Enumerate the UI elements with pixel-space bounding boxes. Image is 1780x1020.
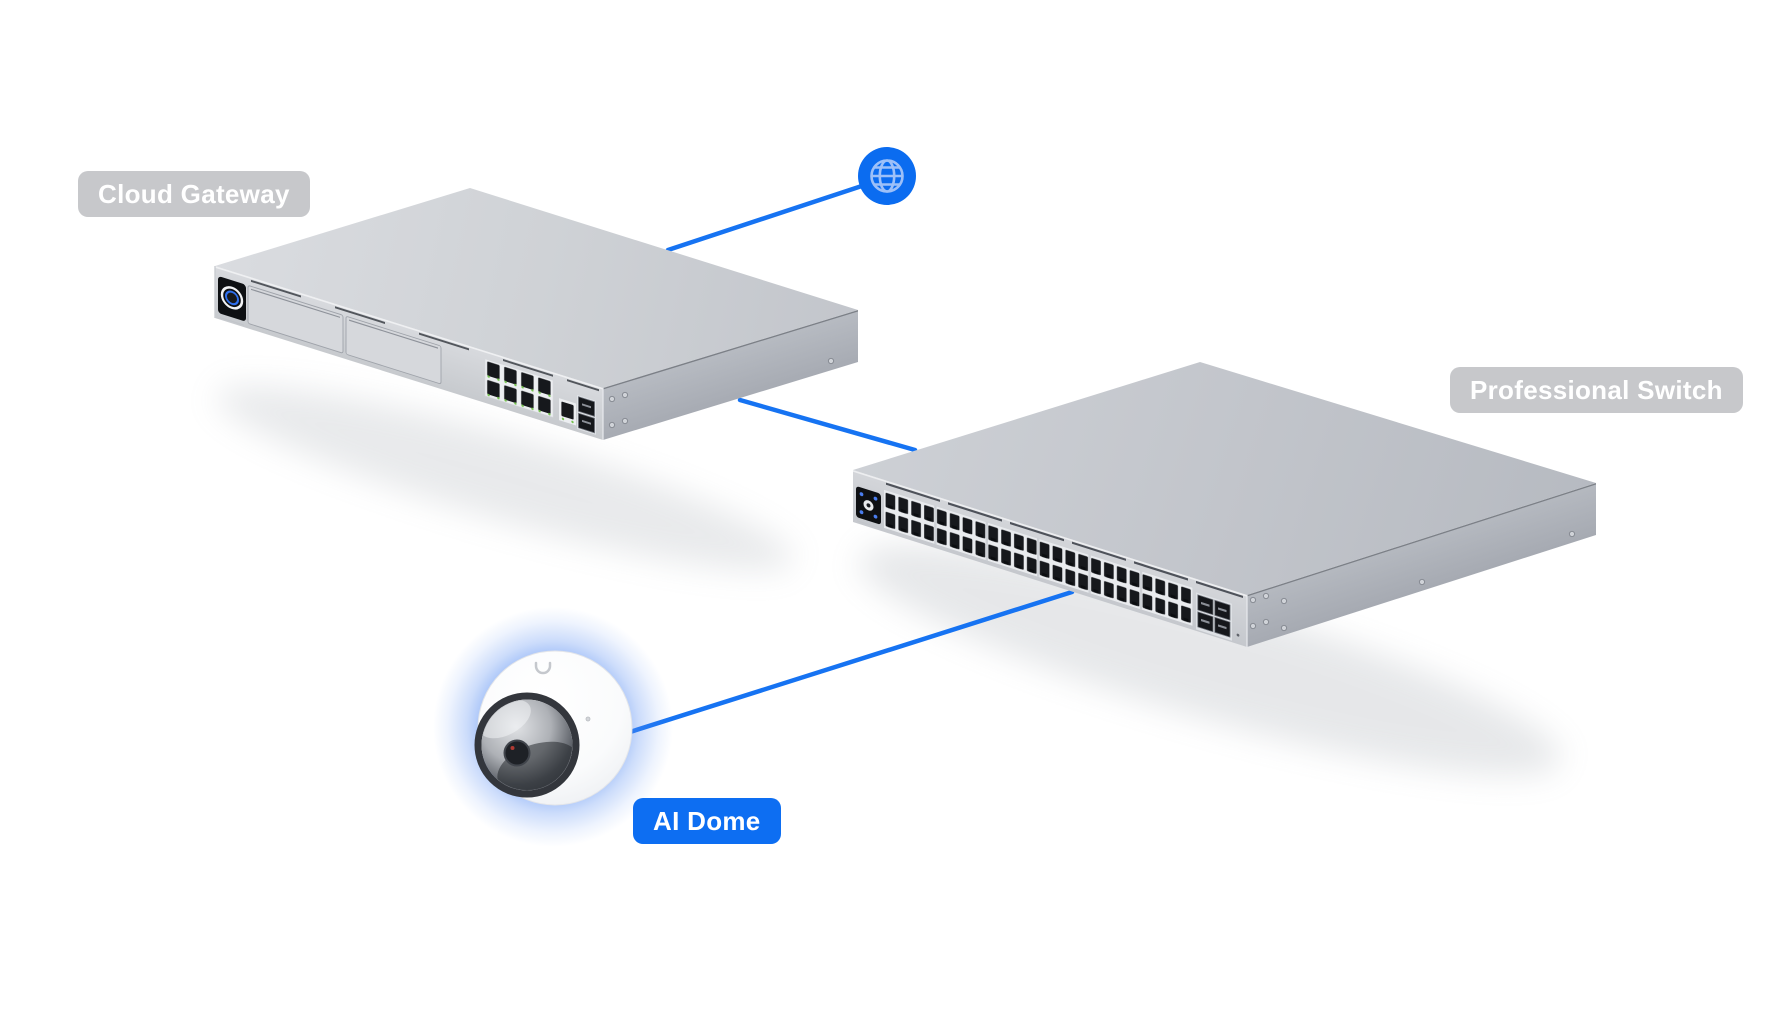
gateway-right-face <box>603 309 858 440</box>
gateway-drive-bay-1 <box>247 285 344 354</box>
switch-port-group-dividers <box>934 504 1143 610</box>
switch-sfp-cages <box>1196 592 1232 641</box>
gateway-port-block <box>484 358 554 418</box>
gateway-drive-bay-2 <box>345 316 442 384</box>
ai-dome-label-text: AI Dome <box>653 806 761 836</box>
connection-gateway-internet <box>665 176 886 253</box>
gateway-front-ridge <box>215 266 603 390</box>
gateway-top-face <box>215 188 858 388</box>
gateway-screws <box>608 357 835 429</box>
switch-display <box>856 486 881 529</box>
gateway-shadow <box>216 385 794 571</box>
switch-right-ridge <box>1247 483 1596 597</box>
switch-vent-slits <box>886 482 1243 599</box>
professional-switch-label: Professional Switch <box>1450 367 1743 413</box>
ai-dome-camera[interactable] <box>433 607 673 847</box>
globe-glyph <box>870 159 904 193</box>
gateway-bay2-slot <box>349 319 438 349</box>
gateway-wan-port <box>559 398 576 426</box>
connection-switch-camera <box>627 589 1075 735</box>
ubiquiti-logo <box>534 661 552 675</box>
cloud-gateway-label: Cloud Gateway <box>78 171 310 217</box>
switch-front-ridge <box>853 470 1247 597</box>
gateway-right-ridge <box>603 310 858 390</box>
camera-lens <box>503 739 531 767</box>
cloud-gateway-device[interactable] <box>214 188 858 440</box>
switch-reset-hole <box>1236 633 1240 637</box>
professional-switch-device[interactable] <box>853 362 1596 648</box>
gateway-display <box>218 276 246 326</box>
connection-gateway-switch <box>737 397 918 453</box>
switch-screws <box>1249 530 1576 632</box>
dome-bezel-ring <box>474 692 580 798</box>
gateway-vent-slits <box>251 279 599 392</box>
switch-top-face <box>853 362 1596 595</box>
internet-globe-icon[interactable] <box>858 147 916 205</box>
switch-right-face <box>1247 483 1596 647</box>
lens-ir-dot <box>510 746 515 750</box>
professional-switch-label-text: Professional Switch <box>1470 375 1723 405</box>
camera-mic-hole <box>585 716 591 722</box>
gateway-sfp-cages <box>577 394 596 435</box>
gateway-bay1-slot <box>251 288 340 318</box>
ai-dome-label: AI Dome <box>633 798 781 844</box>
cloud-gateway-label-text: Cloud Gateway <box>98 179 290 209</box>
